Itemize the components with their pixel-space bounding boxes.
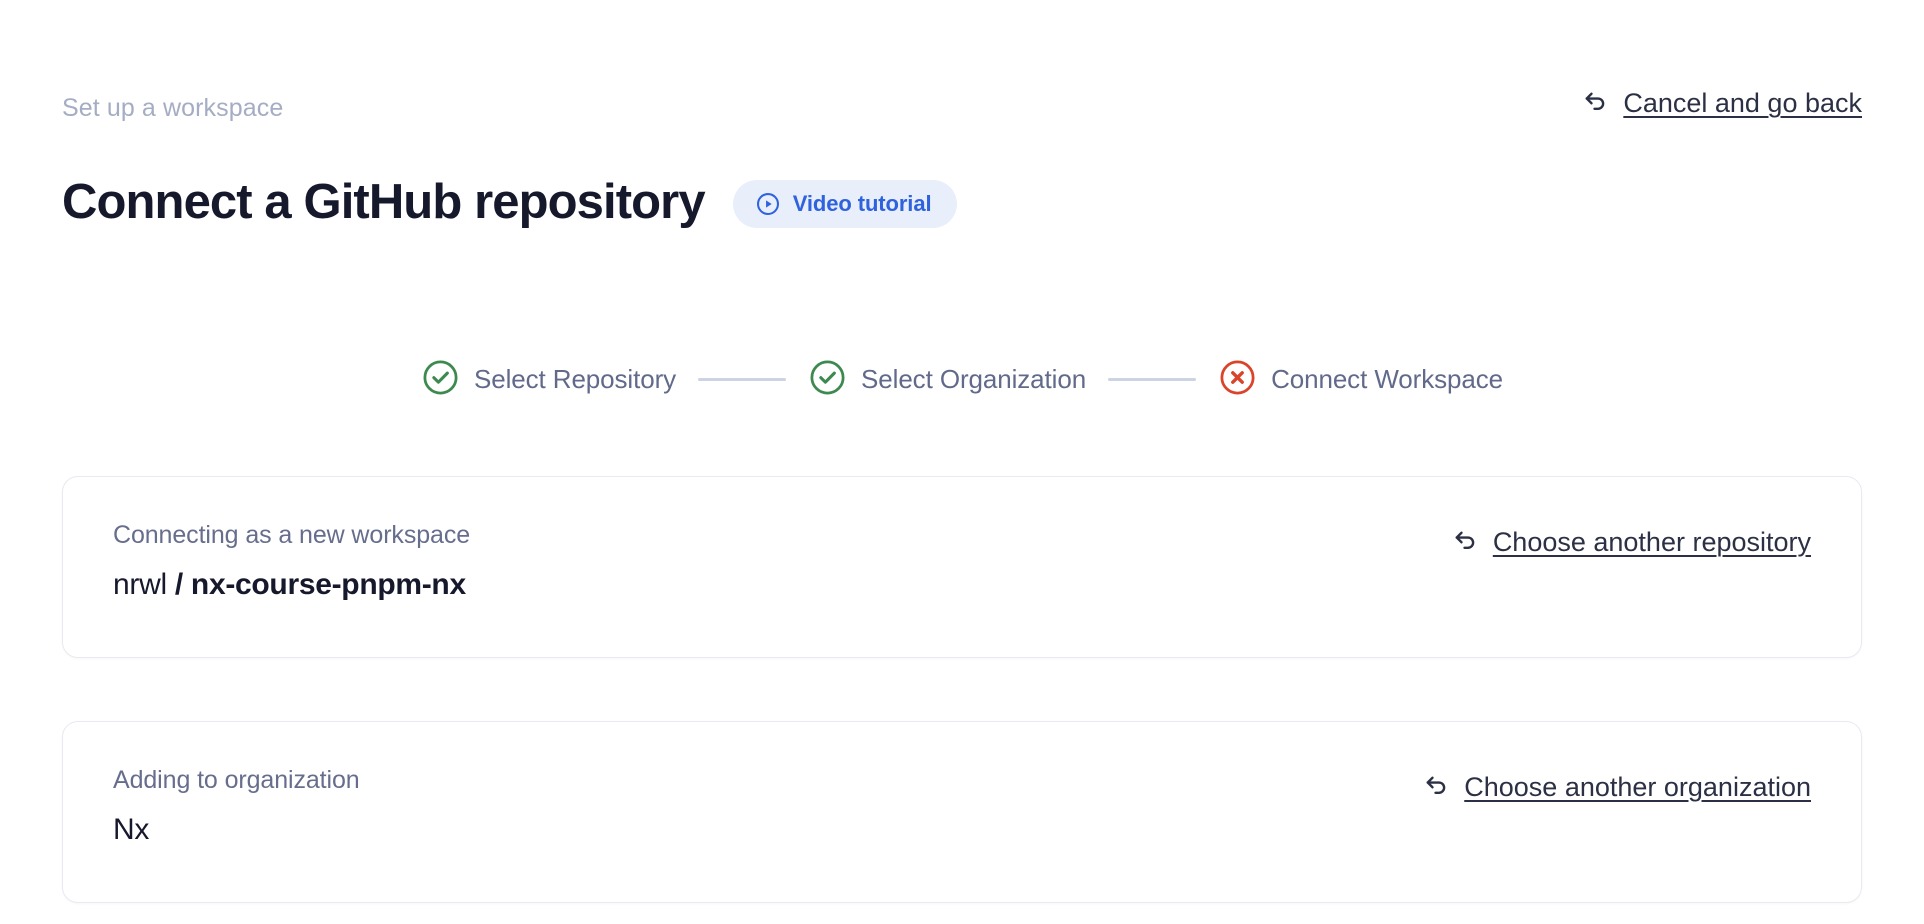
repository-summary-card: Connecting as a new workspace nrwl / nx-… (62, 475, 1862, 658)
stepper-step-connect-workspace[interactable]: Connect Workspace (1218, 358, 1503, 402)
repository-name: nx-course-pnpm-nx (190, 567, 466, 601)
stepper-connector-2 (1108, 378, 1197, 382)
organization-summary-card: Adding to organization Nx Choose another… (62, 720, 1862, 903)
choose-another-organization-link[interactable]: Choose another organization (1421, 770, 1811, 805)
organization-card-text: Adding to organization Nx (113, 765, 360, 846)
choose-another-organization-label: Choose another organization (1464, 771, 1811, 802)
repository-owner: nrwl (113, 567, 167, 601)
cancel-and-go-back-link[interactable]: Cancel and go back (1580, 86, 1862, 121)
stepper-connector-1 (698, 378, 787, 382)
page-title: Connect a GitHub repository (62, 174, 706, 229)
organization-card-value: Nx (113, 812, 150, 846)
title-row: Connect a GitHub repository Video tutori… (62, 143, 1862, 262)
stepper-step-select-organization[interactable]: Select Organization (808, 358, 1086, 402)
repository-card-text: Connecting as a new workspace nrwl / nx-… (113, 520, 471, 601)
repository-card-caption: Connecting as a new workspace (113, 520, 471, 549)
progress-stepper: Select Repository Select Organization Co… (62, 358, 1862, 402)
repository-separator: / (166, 567, 191, 601)
video-tutorial-label: Video tutorial (792, 191, 932, 217)
organization-card-caption: Adding to organization (113, 765, 360, 794)
undo-arrow-icon (1421, 770, 1451, 805)
repository-card-row: Connecting as a new workspace nrwl / nx-… (113, 520, 1811, 601)
cancel-and-go-back-label: Cancel and go back (1623, 88, 1862, 118)
undo-arrow-icon (1450, 525, 1480, 560)
stepper-label-select-organization: Select Organization (861, 364, 1087, 395)
check-circle-icon (808, 358, 847, 402)
choose-another-repository-link[interactable]: Choose another repository (1450, 525, 1811, 560)
choose-another-repository-label: Choose another repository (1492, 526, 1811, 557)
x-circle-icon (1218, 358, 1257, 402)
stepper-label-select-repository: Select Repository (473, 364, 677, 395)
page-header: Set up a workspace Connect a GitHub repo… (62, 0, 1862, 262)
play-circle-icon (755, 191, 781, 217)
stepper-label-connect-workspace: Connect Workspace (1271, 364, 1503, 395)
repository-card-value: nrwl / nx-course-pnpm-nx (113, 568, 470, 601)
breadcrumb-eyebrow: Set up a workspace (62, 94, 284, 122)
check-circle-icon (421, 358, 460, 402)
organization-card-row: Adding to organization Nx Choose another… (113, 765, 1811, 846)
undo-arrow-icon (1580, 86, 1610, 121)
stepper-step-select-repository[interactable]: Select Repository (421, 358, 676, 402)
video-tutorial-button[interactable]: Video tutorial (732, 180, 958, 229)
